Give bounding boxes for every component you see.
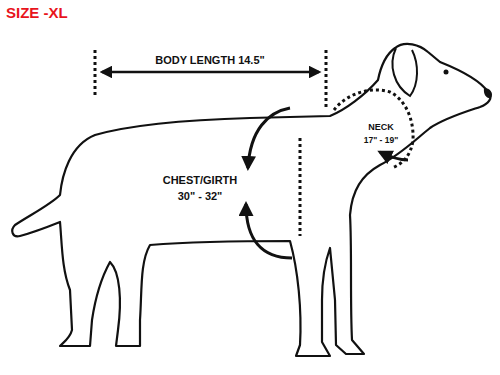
girth-arrow bbox=[246, 204, 292, 258]
size-title-box: SIZE -XL bbox=[6, 4, 68, 22]
dog-nose bbox=[484, 88, 492, 98]
neck-loop bbox=[334, 90, 413, 168]
girth-arrow bbox=[248, 108, 290, 168]
dotted-mark bbox=[299, 138, 302, 236]
label-box: 30" - 32" bbox=[178, 186, 223, 204]
neck-arrow bbox=[380, 152, 408, 160]
girth-value: 30" - 32" bbox=[178, 190, 223, 202]
dotted-mark bbox=[325, 50, 328, 108]
size-title: SIZE -XL bbox=[6, 4, 68, 21]
neck-label: NECK bbox=[368, 122, 394, 132]
length-label: BODY LENGTH 14.5" bbox=[155, 54, 265, 66]
girth-label: CHEST/GIRTH bbox=[163, 174, 238, 186]
neck-value: 17" - 19" bbox=[364, 135, 399, 145]
dog-outline bbox=[12, 44, 490, 356]
dog-ear bbox=[392, 48, 417, 96]
label-box: NECK bbox=[368, 116, 394, 134]
dog-eye bbox=[444, 70, 449, 75]
label-box: 17" - 19" bbox=[364, 129, 399, 147]
length-arrow bbox=[102, 71, 319, 74]
dotted-mark bbox=[94, 50, 97, 96]
label-box: CHEST/GIRTH bbox=[163, 170, 238, 188]
label-box: BODY LENGTH 14.5" bbox=[155, 50, 265, 68]
